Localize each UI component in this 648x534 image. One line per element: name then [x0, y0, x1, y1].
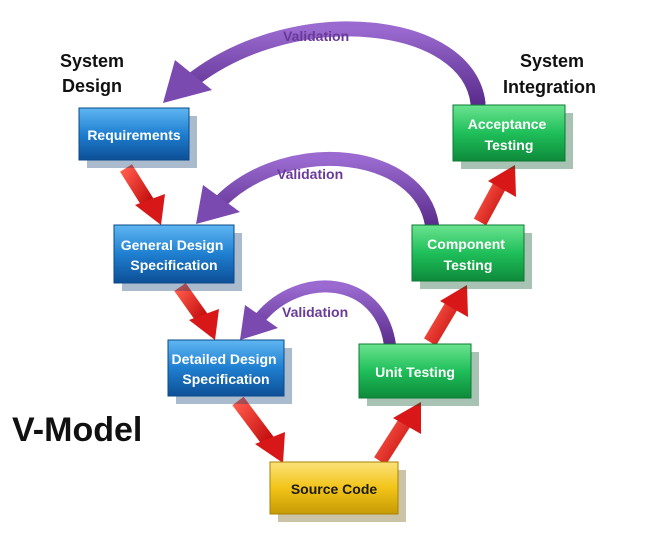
- component-testing-label: Component Testing: [427, 236, 509, 273]
- detailed-design-box: Detailed Design Specification: [167, 339, 292, 404]
- flow-arrow-component-to-acceptance: [473, 165, 516, 226]
- general-design-box: General Design Specification: [113, 224, 242, 291]
- system-design-label: System Design: [60, 51, 129, 96]
- acceptance-testing-label: Acceptance Testing: [468, 116, 550, 153]
- validation-arrow-bottom: [240, 280, 396, 351]
- validation-label-middle: Validation: [277, 166, 343, 182]
- validation-arrow-top: [163, 21, 486, 111]
- v-model-title: V-Model: [12, 411, 142, 449]
- requirements-box: Requirements: [78, 107, 197, 168]
- source-code-box: Source Code: [269, 461, 406, 522]
- system-integration-label: System Integration: [503, 51, 596, 97]
- flow-arrow-requirements-to-general: [120, 164, 165, 225]
- detailed-design-label: Detailed Design Specification: [172, 351, 281, 387]
- source-code-label: Source Code: [291, 481, 378, 497]
- general-design-label: General Design Specification: [121, 237, 228, 273]
- unit-testing-box: Unit Testing: [358, 343, 479, 406]
- requirements-label: Requirements: [87, 127, 181, 143]
- unit-testing-label: Unit Testing: [375, 364, 455, 380]
- flow-arrow-general-to-detailed: [174, 282, 219, 340]
- component-testing-box: Component Testing: [411, 224, 532, 289]
- acceptance-testing-box: Acceptance Testing: [452, 104, 573, 169]
- validation-arrow-middle: [196, 151, 439, 232]
- validation-label-bottom: Validation: [282, 304, 348, 320]
- flow-arrow-code-to-unit: [374, 402, 421, 465]
- flow-arrow-unit-to-component: [423, 285, 468, 346]
- flow-arrow-detailed-to-code: [232, 396, 285, 463]
- validation-label-top: Validation: [283, 28, 349, 44]
